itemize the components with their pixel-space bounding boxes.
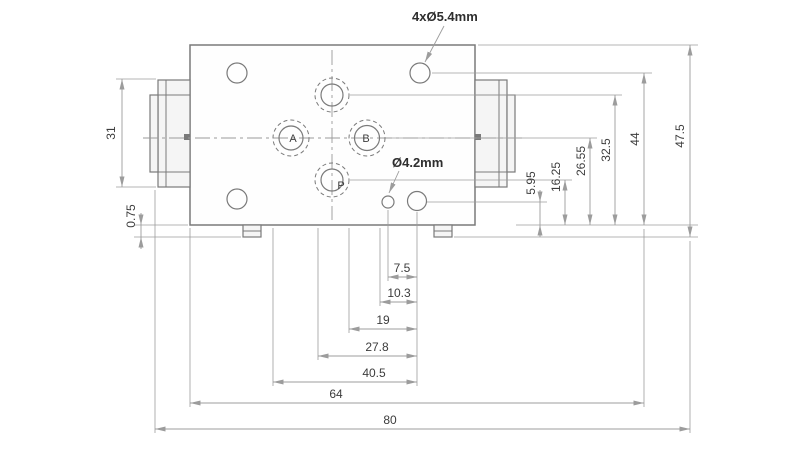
dim-7-5: 7.5 bbox=[388, 261, 417, 280]
dimensions-bottom: 7.5 10.3 19 27.8 40.5 64 80 bbox=[155, 261, 690, 432]
left-junction-mark bbox=[184, 134, 190, 140]
port-top-counterbore bbox=[314, 77, 350, 113]
dim-80: 80 bbox=[155, 413, 690, 432]
dim-32-5: 32.5 bbox=[599, 95, 618, 225]
right-connector-cap bbox=[506, 94, 516, 173]
dim-label-7-5: 7.5 bbox=[394, 261, 411, 275]
dim-0-75: 0.75 bbox=[124, 204, 144, 249]
right-connector-body bbox=[474, 79, 508, 188]
dim-19: 19 bbox=[349, 313, 417, 332]
right-connector bbox=[474, 79, 516, 188]
dim-31: 31 bbox=[104, 79, 125, 187]
callouts: 4xØ5.4mm Ø4.2mm bbox=[388, 9, 478, 194]
callout-mounting-holes-leader bbox=[424, 25, 445, 63]
dim-label-27-8: 27.8 bbox=[365, 340, 389, 354]
dimensions-right: 5.95 16.25 26.55 32.5 44 47.5 bbox=[524, 45, 693, 237]
port-p bbox=[320, 168, 344, 192]
dim-label-19: 19 bbox=[376, 313, 390, 327]
dim-label-44: 44 bbox=[628, 132, 642, 146]
mounting-hole-top-left bbox=[226, 62, 248, 84]
dimensions-left: 31 0.75 bbox=[104, 79, 144, 249]
dim-26-55: 26.55 bbox=[574, 138, 593, 225]
dim-label-31: 31 bbox=[104, 126, 118, 140]
mounting-hole-top-right bbox=[409, 62, 431, 84]
dim-40-5: 40.5 bbox=[273, 366, 417, 385]
port-a bbox=[278, 125, 304, 151]
dim-44: 44 bbox=[628, 73, 647, 225]
dim-label-64: 64 bbox=[329, 387, 343, 401]
dim-label-26-55: 26.55 bbox=[574, 146, 588, 176]
dim-label-40-5: 40.5 bbox=[362, 366, 386, 380]
extension-lines bbox=[116, 44, 698, 433]
port-b bbox=[353, 124, 381, 152]
plate-outline bbox=[189, 44, 476, 226]
dim-5-95: 5.95 bbox=[524, 171, 543, 237]
left-connector bbox=[149, 79, 191, 188]
mounting-hole-bottom-left bbox=[226, 188, 248, 210]
ports: A B P bbox=[272, 77, 386, 198]
port-b-counterbore bbox=[348, 119, 386, 157]
dim-label-16-25: 16.25 bbox=[549, 162, 563, 192]
port-a-label: A bbox=[289, 133, 297, 145]
callout-small-hole: Ø4.2mm bbox=[392, 155, 443, 170]
mounting-holes bbox=[226, 62, 431, 212]
valve-body bbox=[149, 44, 516, 238]
dim-47-5: 47.5 bbox=[673, 45, 693, 237]
port-a-counterbore bbox=[272, 119, 310, 157]
callout-small-hole-leader bbox=[388, 170, 400, 194]
callout-mounting-holes: 4xØ5.4mm bbox=[412, 9, 478, 24]
port-top bbox=[320, 83, 344, 107]
dim-label-47-5: 47.5 bbox=[673, 124, 687, 148]
port-p-counterbore bbox=[314, 162, 350, 198]
right-junction-mark bbox=[475, 134, 481, 140]
dim-label-32-5: 32.5 bbox=[599, 138, 613, 162]
dim-27-8: 27.8 bbox=[318, 340, 417, 359]
left-connector-cap bbox=[149, 94, 159, 173]
port-p-label: P bbox=[337, 180, 344, 192]
pilot-hole-4-2 bbox=[381, 195, 395, 209]
mounting-hole-bottom-right bbox=[406, 190, 428, 212]
bottom-tabs bbox=[242, 224, 453, 238]
dim-label-5-95: 5.95 bbox=[524, 171, 538, 195]
dim-16-25: 16.25 bbox=[549, 162, 568, 225]
dim-64: 64 bbox=[190, 387, 644, 406]
dim-10-3: 10.3 bbox=[380, 286, 417, 305]
port-b-label: B bbox=[362, 133, 369, 145]
dim-label-80: 80 bbox=[383, 413, 397, 427]
left-connector-body bbox=[157, 79, 191, 188]
dim-label-0-75: 0.75 bbox=[124, 204, 138, 228]
dim-label-10-3: 10.3 bbox=[387, 286, 411, 300]
